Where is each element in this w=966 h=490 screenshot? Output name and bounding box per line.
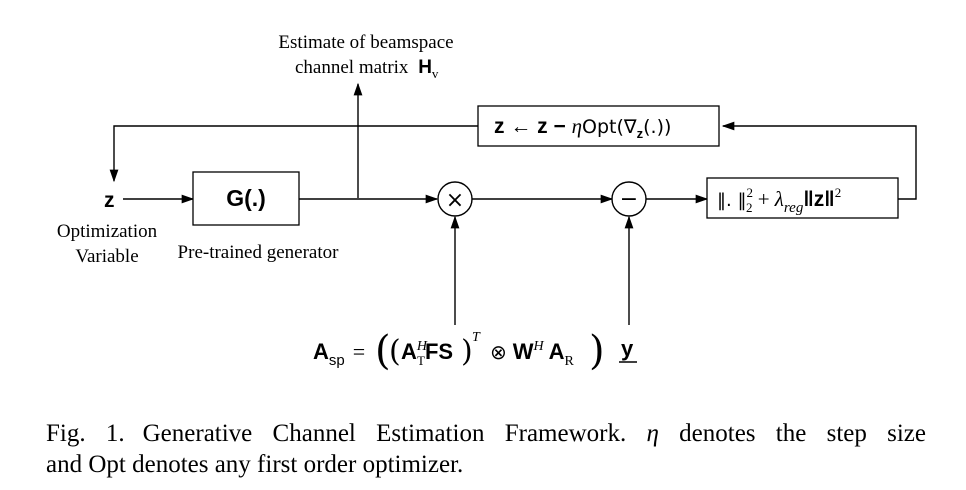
top-label-line1: Estimate of beamspace bbox=[278, 32, 453, 53]
caption-line2: and Opt denotes any first order optimize… bbox=[46, 451, 464, 478]
svg-text:Asp=: Asp= bbox=[313, 339, 365, 369]
caption-eta: η bbox=[646, 420, 659, 447]
y-symbol: y bbox=[621, 336, 634, 361]
caption-text-part2: denotes the step size bbox=[679, 420, 926, 447]
feedback-line-right bbox=[721, 121, 917, 200]
generator-label: Pre-trained generator bbox=[178, 242, 340, 263]
optimization-label-line2: Variable bbox=[75, 246, 138, 267]
feedback-line-left bbox=[109, 125, 478, 183]
svg-text:): ) bbox=[589, 328, 605, 374]
svg-text:(: ( bbox=[389, 334, 401, 369]
svg-text:): ) bbox=[461, 334, 473, 369]
generator-box bbox=[192, 171, 300, 226]
update-rule-text: z ← z − ηOpt(∇z(.)) bbox=[494, 114, 671, 141]
svg-text:T: T bbox=[472, 330, 481, 345]
top-label-line2: channel matrix Hv bbox=[295, 57, 439, 81]
svg-text:(: ( bbox=[375, 328, 391, 374]
generator-text: G(.) bbox=[226, 185, 266, 211]
optimization-label-line1: Optimization bbox=[57, 221, 158, 242]
caption-label: Fig. 1. bbox=[46, 420, 125, 447]
caption-line1: Fig. 1. Generative Channel Estimation Fra… bbox=[46, 418, 926, 449]
subtract-symbol: − bbox=[620, 187, 638, 212]
multiply-symbol: × bbox=[446, 188, 464, 213]
figure-caption: Fig. 1. Generative Channel Estimation Fra… bbox=[46, 418, 926, 480]
caption-text-part1: Generative Channel Estimation Framework. bbox=[142, 420, 627, 447]
update-rule-box bbox=[477, 105, 720, 147]
input-z: z bbox=[104, 189, 115, 212]
loss-box bbox=[706, 177, 899, 219]
